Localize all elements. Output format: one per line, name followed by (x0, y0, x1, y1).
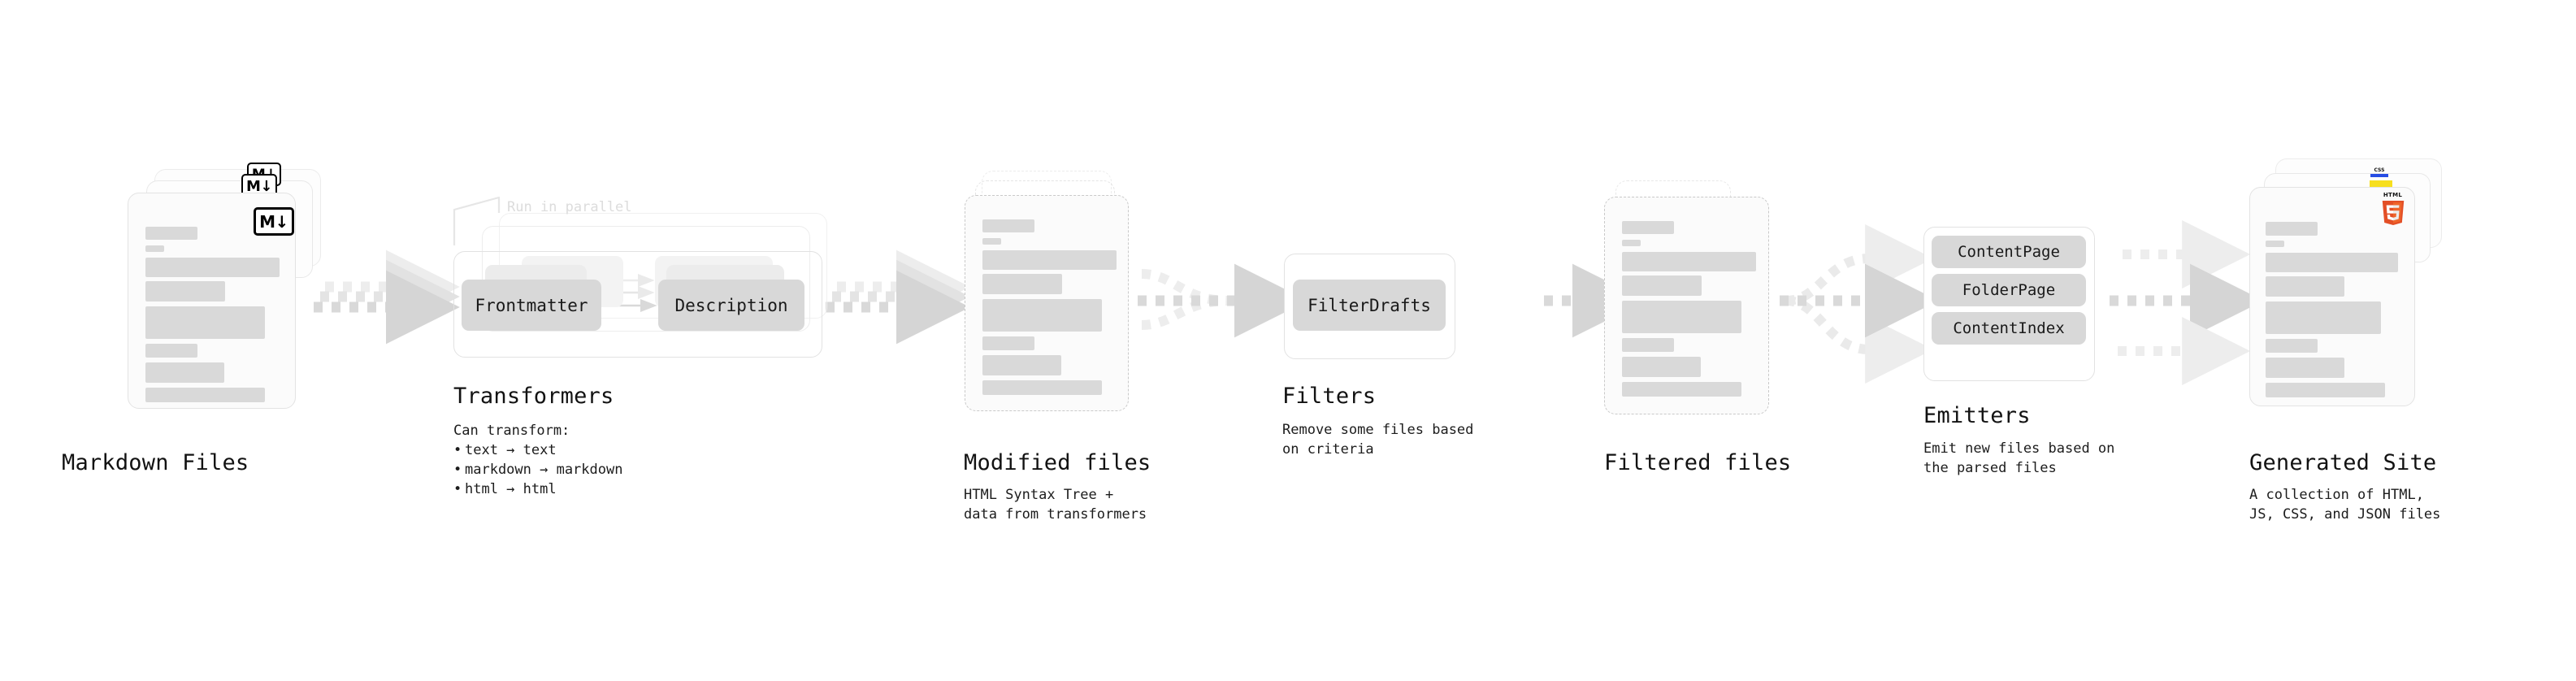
skeleton-line (1622, 240, 1641, 246)
skeleton-line (2266, 383, 2385, 397)
caption-filters: Filters (1282, 384, 1377, 409)
caption-modified-files: Modified files (964, 450, 1151, 475)
emitters-description: Emit new files based on the parsed files (1923, 440, 2115, 477)
caption-markdown-files: Markdown Files (62, 450, 249, 475)
skeleton-line (982, 250, 1117, 270)
caption-emitters: Emitters (1923, 403, 2031, 428)
skeleton-line (982, 336, 1034, 350)
caption-generated-site: Generated Site (2249, 450, 2437, 475)
skeleton-line (145, 227, 197, 240)
caption-filtered-files: Filtered files (1604, 450, 1792, 475)
skeleton-line (145, 245, 164, 252)
skeleton-line (145, 281, 225, 301)
skeleton-line (145, 306, 265, 339)
skeleton-line (2266, 301, 2381, 334)
skeleton-line (1622, 221, 1674, 234)
skeleton-line (982, 274, 1062, 294)
skeleton-line (2266, 276, 2344, 297)
arrow-transformers-to-modified (826, 249, 970, 345)
transformers-box (453, 251, 822, 358)
skeleton-line (1622, 275, 1702, 296)
css3-badge-label: CSS (2374, 167, 2385, 173)
skeleton-line (145, 388, 265, 402)
run-in-parallel-label: Run in parallel (507, 199, 632, 215)
skeleton-line (1622, 301, 1741, 333)
list-item: markdown → markdown (453, 460, 722, 479)
skeleton-line (1622, 252, 1756, 271)
skeleton-line (145, 344, 197, 358)
transformers-pill-description[interactable]: Description (658, 280, 804, 331)
transformers-can-transform-heading: Can transform: (453, 423, 570, 439)
caption-transformers: Transformers (453, 384, 614, 409)
skeleton-line (2266, 222, 2318, 236)
filters-description: Remove some files based on criteria (1282, 422, 1474, 458)
skeleton-line (145, 362, 224, 383)
generated-site-description: A collection of HTML, JS, CSS, and JSON … (2249, 487, 2441, 523)
skeleton-line (2266, 339, 2318, 353)
skeleton-line (1622, 338, 1674, 352)
modified-files-description: HTML Syntax Tree + data from transformer… (964, 487, 1147, 523)
site-card-front (2249, 187, 2415, 406)
markdown-card-front (128, 193, 296, 409)
html5-badge-label: HTML (2383, 192, 2403, 198)
html5-shield-icon (2382, 201, 2404, 225)
filters-pill-filterdrafts[interactable]: FilterDrafts (1293, 280, 1446, 331)
arrow-modified-to-filters (1138, 263, 1308, 338)
skeleton-line (2266, 358, 2344, 378)
html5-badge: HTML (2379, 193, 2406, 227)
emitters-pill-contentindex[interactable]: ContentIndex (1932, 312, 2086, 345)
skeleton-line (145, 258, 280, 277)
skeleton-line (982, 238, 1001, 245)
arrow-filtered-to-emitters (1780, 224, 1939, 384)
list-item: text → text (453, 440, 722, 460)
skeleton-line (1622, 382, 1741, 397)
emitters-pill-folderpage[interactable]: FolderPage (1932, 274, 2086, 306)
skeleton-line (982, 380, 1102, 395)
skeleton-line (982, 355, 1061, 375)
transformers-box-back-1 (482, 226, 810, 332)
skeleton-line (2266, 253, 2398, 272)
arrow-markdown-to-transformers (314, 249, 460, 345)
modified-card-front (965, 195, 1129, 411)
transformers-description: Can transform: text → text markdown → ma… (453, 421, 722, 500)
css3-badge-bar (2370, 174, 2388, 177)
skeleton-line (982, 219, 1034, 232)
transformers-transform-list: text → text markdown → markdown html → h… (453, 440, 722, 500)
skeleton-line (1622, 357, 1701, 377)
skeleton-line (2266, 241, 2284, 247)
arrow-emitters-to-site (2110, 220, 2264, 385)
emitters-pill-contentpage[interactable]: ContentPage (1932, 236, 2086, 268)
markdown-badge: M↓ (254, 207, 294, 236)
list-item: html → html (453, 479, 722, 499)
css3-badge: CSS (2370, 165, 2388, 177)
filtered-card-front (1604, 197, 1769, 414)
skeleton-line (982, 299, 1102, 332)
transformers-pill-frontmatter[interactable]: Frontmatter (462, 280, 601, 331)
